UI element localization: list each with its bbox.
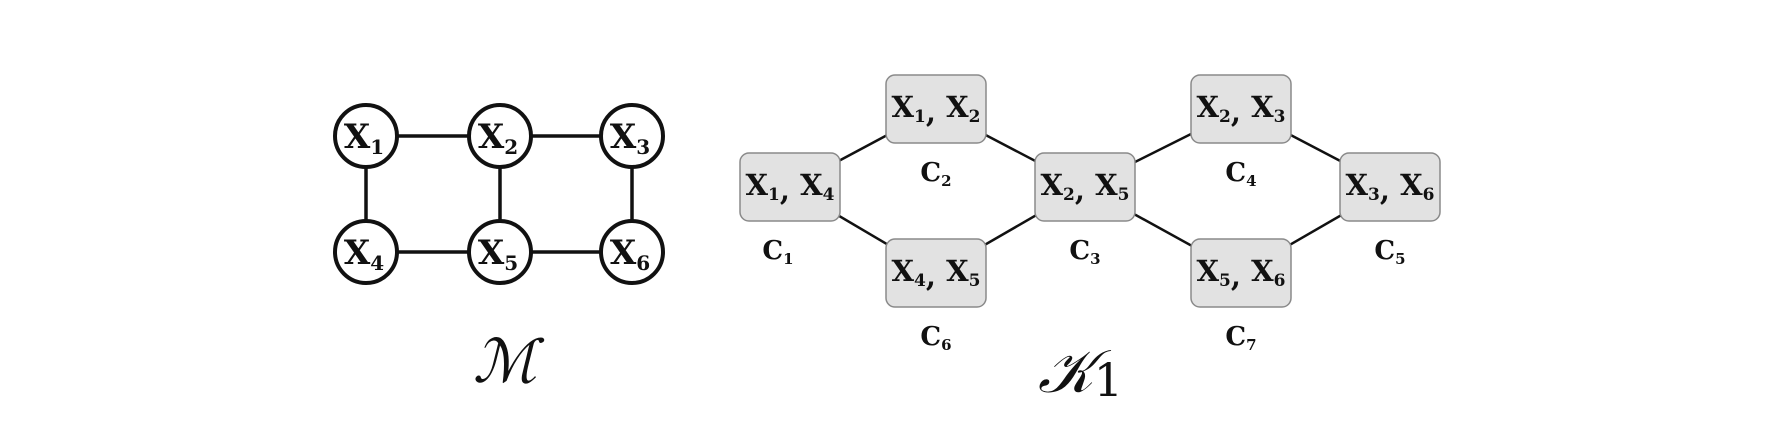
- node-label: X1: [344, 117, 384, 159]
- cluster-c7: X5, X6 C7: [1190, 238, 1292, 354]
- cluster-box: [885, 74, 987, 144]
- cluster-box: [885, 238, 987, 308]
- cluster-c3: X2, X5 C3: [1034, 152, 1136, 268]
- node-circle: [599, 103, 665, 169]
- node-x1: X1: [333, 103, 399, 169]
- node-circle: [467, 103, 533, 169]
- cluster-caption: C6: [920, 322, 951, 354]
- cluster-vars: X5, X6: [1197, 254, 1286, 293]
- cluster-c2: X1, X2 C2: [885, 74, 987, 190]
- node-label: X6: [610, 233, 650, 275]
- graph-k-label-sub: 1: [1094, 353, 1123, 407]
- cluster-box: [1190, 238, 1292, 308]
- node-label: X5: [478, 233, 518, 275]
- cluster-caption: C7: [1225, 322, 1256, 354]
- node-x3: X3: [599, 103, 665, 169]
- cluster-box: [1190, 74, 1292, 144]
- cluster-box: [1034, 152, 1136, 222]
- cluster-vars: X3, X6: [1346, 168, 1435, 207]
- cluster-vars: X2, X3: [1197, 90, 1286, 129]
- graph-m-label: ℳ: [473, 327, 545, 397]
- cluster-vars: X4, X5: [892, 254, 981, 293]
- cluster-c1: X1, X4 C1: [739, 152, 841, 268]
- node-x6: X6: [599, 219, 665, 285]
- node-circle: [599, 219, 665, 285]
- cluster-caption: C2: [920, 158, 951, 190]
- cluster-c5: X3, X6 C5: [1339, 152, 1441, 268]
- cluster-vars: X1, X4: [746, 168, 835, 207]
- node-label: X3: [610, 117, 650, 159]
- node-label: X4: [344, 233, 384, 275]
- node-circle: [333, 103, 399, 169]
- cluster-c6: X4, X5 C6: [885, 238, 987, 354]
- cluster-caption: C3: [1069, 236, 1100, 268]
- node-x4: X4: [333, 219, 399, 285]
- node-x5: X5: [467, 219, 533, 285]
- graph-k-clusters: X1, X4 C1 X1, X2 C2 X2, X5 C3 X2, X3 C4 X3, X6 C5…: [739, 74, 1441, 354]
- cluster-caption: C5: [1374, 236, 1405, 268]
- node-circle: [333, 219, 399, 285]
- node-label: X2: [478, 117, 518, 159]
- cluster-vars: X2, X5: [1041, 168, 1130, 207]
- node-circle: [467, 219, 533, 285]
- node-x2: X2: [467, 103, 533, 169]
- cluster-box: [739, 152, 841, 222]
- graph-k-label: 𝒦1: [1038, 337, 1123, 407]
- cluster-c4: X2, X3 C4: [1190, 74, 1292, 190]
- cluster-box: [1339, 152, 1441, 222]
- cluster-caption: C1: [762, 236, 793, 268]
- cluster-caption: C4: [1225, 158, 1256, 190]
- cluster-vars: X1, X2: [892, 90, 981, 129]
